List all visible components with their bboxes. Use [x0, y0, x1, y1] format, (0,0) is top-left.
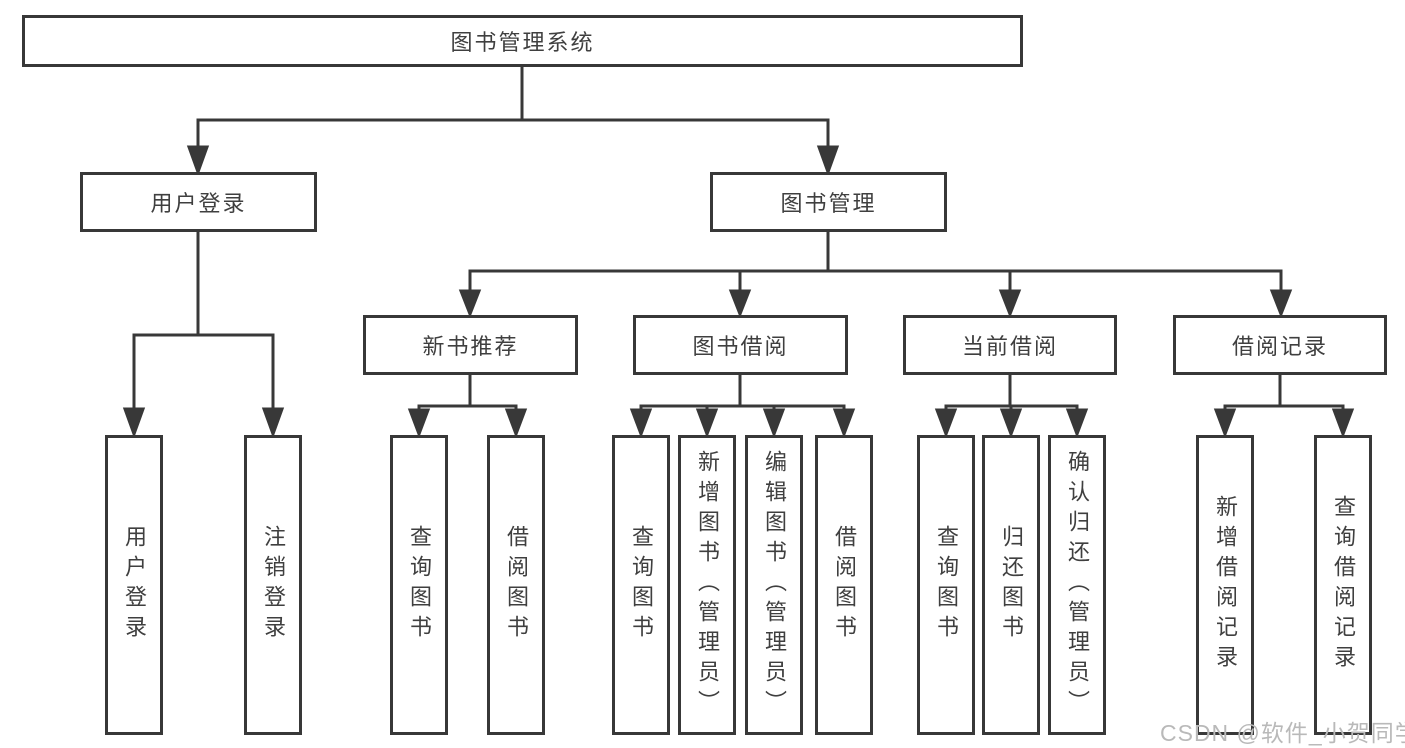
- node-book-borrowing: 图书借阅: [633, 315, 848, 375]
- connector-new-book-children: [407, 375, 528, 439]
- csdn-watermark: CSDN @软件_小贺同学: [1160, 720, 1405, 746]
- leaf-label: 注销登录: [261, 525, 286, 645]
- node-leaf-return-book: 归还图书: [982, 435, 1040, 735]
- node-leaf-add-book-admin: 新增图书（管理员）: [678, 435, 736, 735]
- node-leaf-borrow-books-1: 借阅图书: [487, 435, 545, 735]
- connector-root-to-level2: [186, 67, 840, 177]
- node-leaf-logout: 注销登录: [244, 435, 302, 735]
- node-leaf-query-books-1: 查询图书: [390, 435, 448, 735]
- node-leaf-query-books-3: 查询图书: [917, 435, 975, 735]
- node-user-login: 用户登录: [80, 172, 317, 232]
- node-leaf-edit-book-admin: 编辑图书（管理员）: [745, 435, 803, 735]
- node-leaf-user-login: 用户登录: [105, 435, 163, 735]
- node-leaf-query-books-2: 查询图书: [612, 435, 670, 735]
- node-current-borrowing: 当前借阅: [903, 315, 1117, 375]
- node-new-book-recommend: 新书推荐: [363, 315, 578, 375]
- connector-book-borrow-children: [629, 375, 856, 439]
- connector-current-borrow-children: [934, 375, 1089, 439]
- node-borrowing-records: 借阅记录: [1173, 315, 1387, 375]
- leaf-label: 编辑图书（管理员）: [762, 450, 787, 720]
- leaf-label: 归还图书: [999, 525, 1024, 645]
- node-leaf-query-borrow-record: 查询借阅记录: [1314, 435, 1372, 735]
- node-leaf-add-borrow-record: 新增借阅记录: [1196, 435, 1254, 735]
- leaf-label: 用户登录: [122, 525, 147, 645]
- leaf-label: 查询借阅记录: [1331, 495, 1356, 675]
- connector-user-login-children: [122, 232, 285, 439]
- leaf-label: 确认归还（管理员）: [1065, 450, 1090, 720]
- connector-borrow-records-children: [1213, 375, 1355, 439]
- leaf-label: 查询图书: [934, 525, 959, 645]
- leaf-label: 新增图书（管理员）: [695, 450, 720, 720]
- leaf-label: 新增借阅记录: [1213, 495, 1238, 675]
- node-book-management: 图书管理: [710, 172, 947, 232]
- node-leaf-confirm-return-admin: 确认归还（管理员）: [1048, 435, 1106, 735]
- leaf-label: 借阅图书: [832, 525, 857, 645]
- leaf-label: 查询图书: [629, 525, 654, 645]
- node-leaf-borrow-books-2: 借阅图书: [815, 435, 873, 735]
- leaf-label: 查询图书: [407, 525, 432, 645]
- node-library-system: 图书管理系统: [22, 15, 1023, 67]
- leaf-label: 借阅图书: [504, 525, 529, 645]
- connector-book-mgmt-children: [458, 232, 1293, 319]
